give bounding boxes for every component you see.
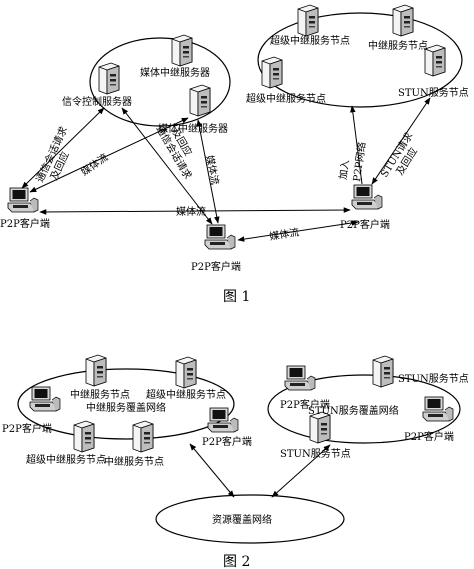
figure-1-caption: 图 1: [223, 289, 250, 305]
label-signaling-server: 信令控制服务器: [62, 95, 132, 108]
server-icon: [98, 62, 120, 95]
edge-stun-resource: [271, 444, 331, 498]
label-relay-node-a: 中继服务节点: [70, 388, 130, 401]
server-icon: [424, 44, 446, 77]
server-icon: [189, 84, 211, 117]
relay-overlay-ellipse: [257, 12, 463, 108]
label-stun-overlay: STUN服务覆盖网络: [308, 404, 399, 417]
label-media-relay-1: 媒体中继服务器: [140, 66, 210, 79]
computer-icon: [204, 224, 236, 250]
label-relay-node: 中继服务节点: [368, 39, 428, 52]
computer-icon: [7, 187, 39, 213]
server-icon: [372, 355, 394, 388]
label-client-b2: P2P客户端: [404, 430, 454, 443]
label-relay-node-b: 中继服务节点: [104, 455, 164, 468]
label-resource-overlay: 资源覆盖网络: [212, 513, 272, 526]
label-media-flow-bottom-right: 媒体流: [268, 225, 300, 243]
computer-icon: [207, 407, 239, 433]
label-media-flow-bottom-left: 媒体流: [176, 205, 206, 218]
label-super-relay-b: 超级中继服务节点: [26, 453, 106, 466]
label-client-a2: P2P客户端: [202, 435, 252, 448]
label-join-2: P2P网络: [350, 141, 368, 182]
relay-overlay-ellipse-2: [17, 368, 235, 440]
figure-2-caption: 图 2: [223, 554, 250, 569]
label-join-1: 加入: [337, 159, 352, 180]
edge-media-bottom-long: [39, 207, 351, 215]
label-media-relay-2: 媒体中继服务器: [158, 122, 228, 135]
label-relay-overlay: 中继服务覆盖网络: [86, 401, 166, 414]
stun-overlay-ellipse: [267, 374, 461, 444]
figure-1: 媒体中继服务器 信令控制服务器 媒体中继服务器 超级中继服务节点 中继服务节点 …: [0, 4, 469, 305]
label-stun-node-b: STUN服务节点: [280, 447, 351, 460]
server-icon: [392, 4, 414, 37]
label-client-center: P2P客户端: [191, 260, 241, 273]
server-icon: [132, 420, 154, 453]
edge-join-p2p: [350, 105, 363, 185]
computer-icon: [29, 386, 61, 412]
server-icon: [297, 4, 319, 37]
label-client-right: P2P客户端: [340, 218, 390, 231]
figure-2: 中继服务节点 超级中继服务节点 中继服务覆盖网络 P2P客户端 P2P客户端 超…: [2, 354, 469, 569]
server-icon: [171, 34, 193, 67]
computer-icon: [284, 365, 316, 391]
label-super-relay-2: 超级中继服务节点: [246, 92, 326, 105]
label-media-flow-left: 媒体流: [78, 151, 110, 179]
label-stun-node-a: STUN服务节点: [398, 372, 469, 385]
edge-relay-resource: [189, 443, 235, 498]
edge-stun: [371, 97, 431, 185]
label-stun-node: STUN服务节点: [398, 86, 469, 99]
label-client-b1: P2P客户端: [280, 398, 330, 411]
server-icon: [261, 56, 283, 89]
edge-media-bottom-right: [237, 220, 359, 242]
server-icon: [85, 354, 107, 387]
label-super-relay-1: 超级中继服务节点: [270, 34, 350, 47]
label-client-left: P2P客户端: [0, 217, 50, 230]
label-media-flow-center: 媒体流: [203, 154, 222, 186]
computer-icon: [422, 396, 454, 422]
computer-icon: [351, 184, 383, 210]
label-super-relay-a: 超级中继服务节点: [146, 388, 226, 401]
server-icon: [175, 356, 197, 389]
server-icon: [73, 420, 95, 453]
edge-media-center: [196, 119, 220, 224]
label-client-a1: P2P客户端: [2, 422, 52, 435]
resource-overlay-ellipse: [155, 494, 345, 544]
